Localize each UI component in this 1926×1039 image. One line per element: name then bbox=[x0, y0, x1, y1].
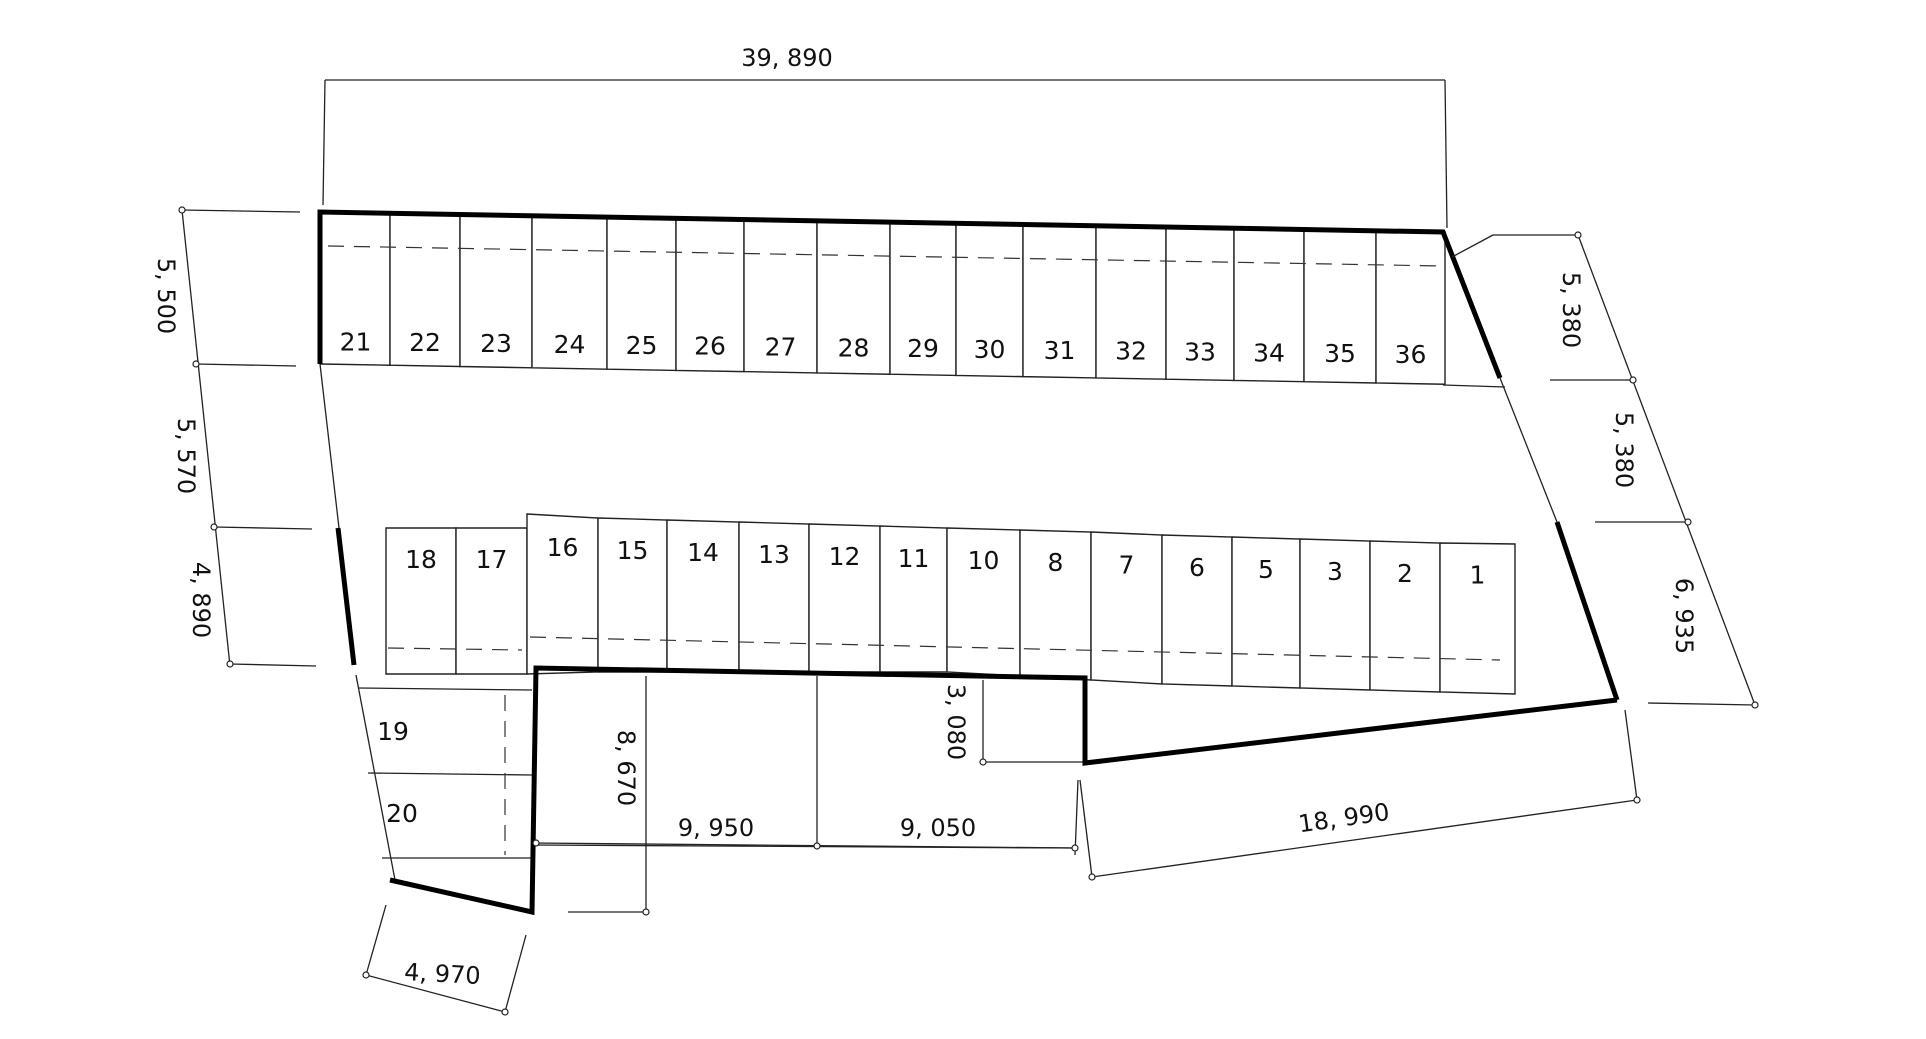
bottom-stall-label: 5 bbox=[1258, 555, 1274, 584]
top-stall-label: 24 bbox=[554, 330, 586, 359]
bottom-stall: 1 bbox=[1439, 542, 1516, 695]
bottom-stall: 3 bbox=[1299, 538, 1371, 691]
dim-bottom-right: 18, 990 bbox=[1079, 709, 1641, 881]
top-stall: 24 bbox=[531, 215, 608, 370]
bottom-stall-label: 18 bbox=[405, 545, 437, 574]
bottom-stall: 10 bbox=[946, 527, 1021, 677]
dim-inner-height-label: 8, 670 bbox=[612, 730, 640, 806]
bottom-stall-label: 15 bbox=[617, 536, 649, 565]
bottom-stall: 6 bbox=[1161, 534, 1233, 687]
top-stall-label: 23 bbox=[480, 329, 512, 358]
top-stall: 32 bbox=[1095, 225, 1167, 380]
bottom-stall: 12 bbox=[808, 523, 881, 673]
dim-left-lower-label: 4, 890 bbox=[187, 562, 215, 638]
dim-right-upper-label: 5, 380 bbox=[1557, 272, 1585, 348]
top-stall-label: 35 bbox=[1324, 339, 1356, 368]
top-stall: 26 bbox=[675, 217, 745, 373]
bottom-stall-label: 3 bbox=[1327, 557, 1343, 586]
top-stall-label: 27 bbox=[765, 333, 797, 362]
top-stall-label: 25 bbox=[626, 331, 658, 360]
bottom-row-dashed-line-right bbox=[529, 636, 1501, 661]
bottom-stall: 16 bbox=[526, 513, 599, 675]
bottom-stall-label: 11 bbox=[898, 544, 930, 573]
top-stall: 29 bbox=[889, 221, 957, 377]
top-stall-label: 28 bbox=[838, 333, 870, 362]
bottom-stall-label: 10 bbox=[968, 546, 1000, 575]
bottom-stall: 15 bbox=[597, 517, 668, 673]
bottom-stall-outline bbox=[1439, 542, 1516, 695]
top-stall-label: 34 bbox=[1253, 338, 1285, 367]
dim-inner-height: 8, 670 bbox=[612, 730, 650, 916]
bottom-stall-label: 14 bbox=[687, 538, 719, 567]
bottom-stall-label: 8 bbox=[1048, 548, 1064, 577]
bottom-stall-label: 16 bbox=[547, 533, 579, 562]
top-stall-label: 33 bbox=[1184, 338, 1216, 367]
dim-bottom-middle: 9, 950 9, 050 bbox=[531, 814, 1079, 852]
dim-notch-label: 3, 080 bbox=[942, 684, 970, 760]
top-stall-row: 21 22 23 24 25 26 27 28 29 30 31 32 33 34 35 36 bbox=[320, 211, 1446, 385]
bottom-stall-label: 12 bbox=[829, 542, 861, 571]
bottom-stall-label: 2 bbox=[1397, 559, 1413, 588]
top-row-dashed-line bbox=[327, 245, 1443, 267]
bottom-stall-label: 6 bbox=[1189, 553, 1205, 582]
dim-left-middle-label: 5, 570 bbox=[172, 418, 200, 494]
bottom-stall: 8 bbox=[1019, 529, 1092, 681]
top-stall-label: 31 bbox=[1044, 336, 1076, 365]
top-stall: 21 bbox=[320, 211, 391, 366]
bottom-stall-label: 13 bbox=[758, 540, 790, 569]
bottom-stall-label: 17 bbox=[476, 545, 508, 574]
top-stall: 33 bbox=[1165, 226, 1235, 382]
dim-left-chain: 5, 500 5, 570 4, 890 bbox=[152, 206, 317, 668]
top-stall: 27 bbox=[743, 218, 818, 374]
top-stall-label: 26 bbox=[694, 332, 726, 361]
bottom-stall: 14 bbox=[666, 519, 740, 673]
bottom-row-dashed-line-left bbox=[387, 647, 523, 651]
bottom-stall-label: 7 bbox=[1119, 551, 1135, 580]
bottom-stall-row: 18 17 16 15 14 13 12 11 10 8 7 6 5 3 2 1 bbox=[385, 513, 1516, 695]
bottom-stall: 18 bbox=[385, 527, 457, 675]
dim-bottom-mid-left-label: 9, 950 bbox=[678, 814, 754, 842]
dim-top-width-label: 39, 890 bbox=[741, 44, 833, 72]
site-boundary bbox=[317, 209, 1620, 916]
top-stall: 36 bbox=[1375, 230, 1446, 385]
top-stall-label: 36 bbox=[1395, 340, 1427, 369]
top-stall: 22 bbox=[389, 212, 461, 368]
bottom-stall: 7 bbox=[1090, 531, 1163, 685]
top-stall-label: 32 bbox=[1115, 337, 1147, 366]
top-stall: 28 bbox=[816, 220, 891, 375]
top-stall: 35 bbox=[1303, 228, 1377, 384]
bottom-stall: 2 bbox=[1369, 540, 1441, 693]
dim-right-chain: 5, 380 5, 380 6, 935 bbox=[1451, 231, 1759, 709]
dim-bottom-right-label: 18, 990 bbox=[1297, 798, 1392, 838]
dim-bottom-left-label: 4, 970 bbox=[404, 958, 482, 990]
top-stall: 23 bbox=[459, 213, 533, 369]
dim-left-upper-label: 5, 500 bbox=[152, 258, 180, 334]
bottom-stall: 11 bbox=[879, 525, 948, 673]
bottom-stall: 5 bbox=[1231, 536, 1301, 689]
top-stall: 34 bbox=[1233, 227, 1305, 383]
boundary-guides bbox=[319, 363, 1558, 529]
top-stall-label: 21 bbox=[340, 327, 372, 356]
stall-19-label: 19 bbox=[377, 717, 409, 746]
top-stall: 31 bbox=[1022, 223, 1097, 379]
top-stall-label: 29 bbox=[907, 334, 939, 363]
top-stall-label: 30 bbox=[974, 335, 1006, 364]
bottom-stall-label: 1 bbox=[1470, 561, 1486, 590]
bottom-stall: 13 bbox=[738, 521, 810, 673]
dim-bottom-left: 4, 970 bbox=[362, 904, 527, 1016]
dim-bottom-mid-right-label: 9, 050 bbox=[900, 814, 976, 842]
dim-right-middle-label: 5, 380 bbox=[1610, 412, 1638, 488]
dim-top-width: 39, 890 bbox=[322, 44, 1448, 229]
stall-20-label: 20 bbox=[386, 799, 418, 828]
side-stalls: 19 20 bbox=[355, 674, 533, 881]
dim-notch: 3, 080 bbox=[942, 684, 987, 766]
top-stall: 25 bbox=[606, 216, 677, 372]
bottom-stall: 17 bbox=[455, 527, 528, 675]
top-stall-label: 22 bbox=[409, 328, 441, 357]
top-stall: 30 bbox=[955, 222, 1024, 378]
dim-right-lower-label: 6, 935 bbox=[1670, 578, 1698, 654]
